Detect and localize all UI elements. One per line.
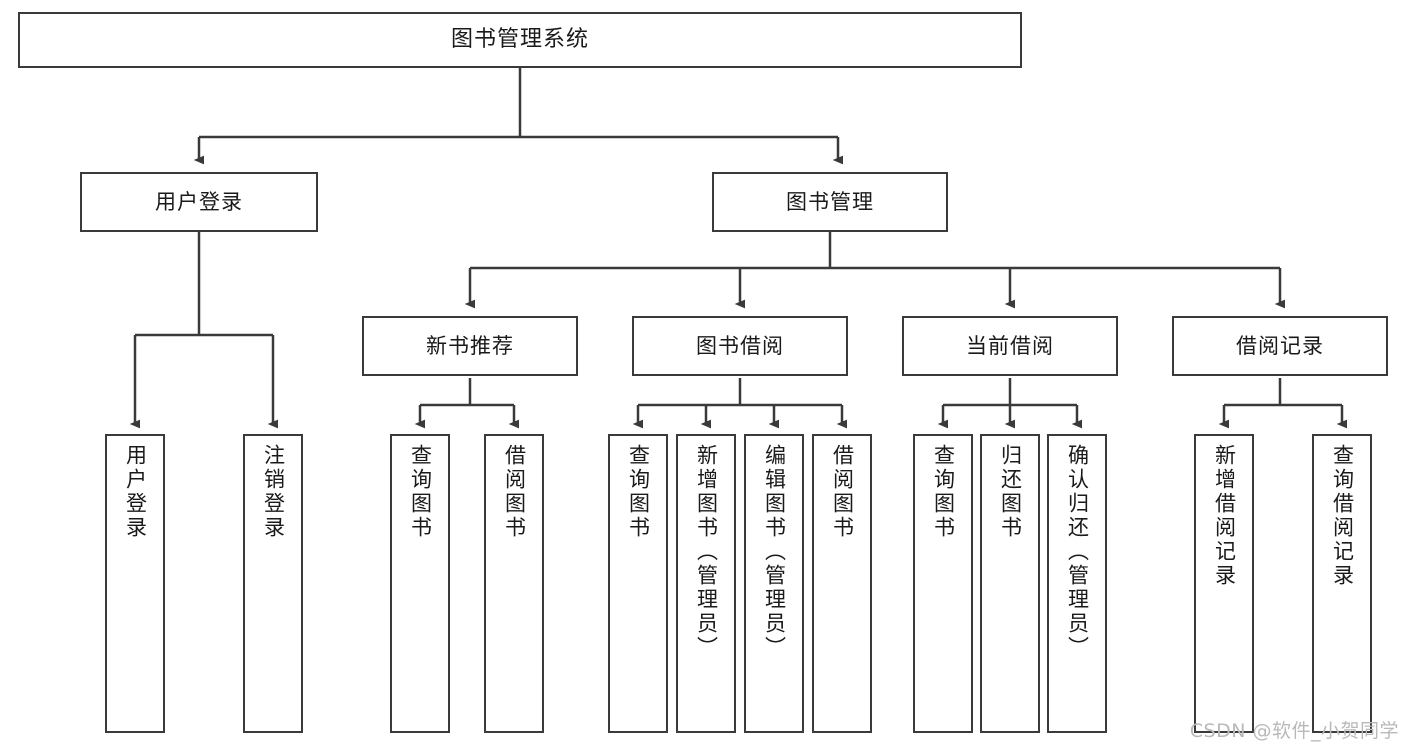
node-label: 编辑图书（管理员） [762,444,787,660]
leaf-record-add-record[interactable]: 新增借阅记录 [1194,434,1254,733]
node-label: 用户登录 [123,444,148,540]
node-label: 查询图书 [626,444,651,540]
leaf-borrow-query-book[interactable]: 查询图书 [608,434,668,733]
node-book-management[interactable]: 图书管理 [712,172,948,232]
leaf-recommend-borrow-book[interactable]: 借阅图书 [484,434,544,733]
leaf-borrow-add-book-admin[interactable]: 新增图书（管理员） [676,434,736,733]
node-label: 借阅记录 [1236,333,1324,358]
node-borrow-record[interactable]: 借阅记录 [1172,316,1388,376]
node-label: 图书管理 [786,189,874,214]
leaf-user-login-login[interactable]: 用户登录 [105,434,165,733]
node-label: 查询图书 [931,444,956,540]
node-current-borrow[interactable]: 当前借阅 [902,316,1118,376]
node-label: 借阅图书 [502,444,527,540]
node-label: 用户登录 [155,189,243,214]
node-book-borrow[interactable]: 图书借阅 [632,316,848,376]
node-root[interactable]: 图书管理系统 [18,12,1022,68]
node-label: 归还图书 [998,444,1023,540]
leaf-current-confirm-return-admin[interactable]: 确认归还（管理员） [1047,434,1107,733]
leaf-borrow-edit-book-admin[interactable]: 编辑图书（管理员） [744,434,804,733]
node-label: 借阅图书 [830,444,855,540]
watermark: CSDN @软件_小贺同学 [1189,720,1399,742]
node-label: 图书管理系统 [450,27,589,53]
node-label: 确认归还（管理员） [1065,444,1090,660]
node-label: 查询借阅记录 [1330,444,1355,588]
node-user-login[interactable]: 用户登录 [80,172,318,232]
node-label: 查询图书 [408,444,433,540]
node-label: 新增图书（管理员） [694,444,719,660]
leaf-current-return-book[interactable]: 归还图书 [980,434,1040,733]
node-label: 图书借阅 [696,333,784,358]
leaf-recommend-query-book[interactable]: 查询图书 [390,434,450,733]
leaf-record-query-record[interactable]: 查询借阅记录 [1312,434,1372,733]
node-label: 当前借阅 [966,333,1054,358]
node-new-book-recommend[interactable]: 新书推荐 [362,316,578,376]
leaf-current-query-book[interactable]: 查询图书 [913,434,973,733]
node-label: 注销登录 [261,444,286,540]
leaf-borrow-borrow-book[interactable]: 借阅图书 [812,434,872,733]
node-label: 新增借阅记录 [1212,444,1237,588]
leaf-user-login-logout[interactable]: 注销登录 [243,434,303,733]
node-label: 新书推荐 [426,333,514,358]
